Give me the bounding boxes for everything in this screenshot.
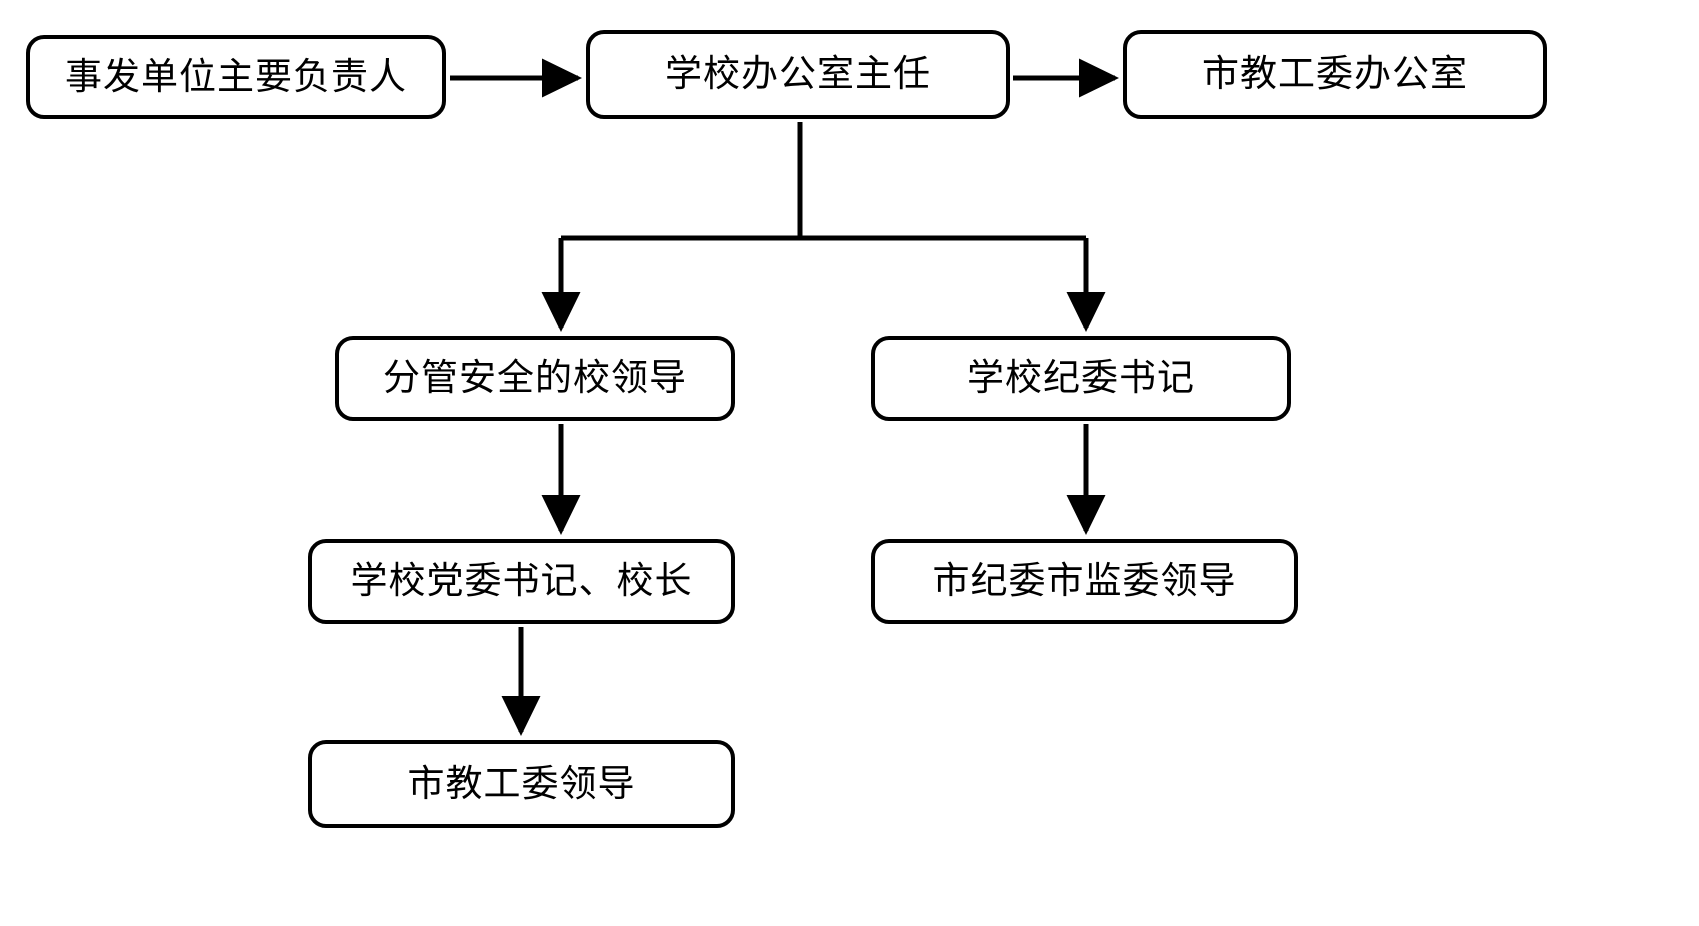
node-label: 市纪委市监委领导 <box>932 560 1237 602</box>
node-label: 市教工委办公室 <box>1202 53 1468 95</box>
node-label: 学校纪委书记 <box>967 357 1195 399</box>
node-safety-school-leader[interactable]: 分管安全的校领导 <box>335 336 735 421</box>
node-city-edu-work-leader[interactable]: 市教工委领导 <box>308 740 735 828</box>
node-incident-unit-leader[interactable]: 事发单位主要负责人 <box>26 35 446 119</box>
node-school-discipline-secretary[interactable]: 学校纪委书记 <box>871 336 1291 421</box>
node-label: 事发单位主要负责人 <box>65 55 407 97</box>
node-label: 学校党委书记、校长 <box>350 560 693 602</box>
node-label: 学校办公室主任 <box>665 53 931 95</box>
node-label: 分管安全的校领导 <box>383 357 687 399</box>
node-label: 市教工委领导 <box>407 762 636 804</box>
node-school-office-director[interactable]: 学校办公室主任 <box>586 30 1010 119</box>
node-party-secretary-principal[interactable]: 学校党委书记、校长 <box>308 539 735 624</box>
node-city-discipline-leader[interactable]: 市纪委市监委领导 <box>871 539 1298 624</box>
node-city-edu-work-office[interactable]: 市教工委办公室 <box>1123 30 1547 119</box>
